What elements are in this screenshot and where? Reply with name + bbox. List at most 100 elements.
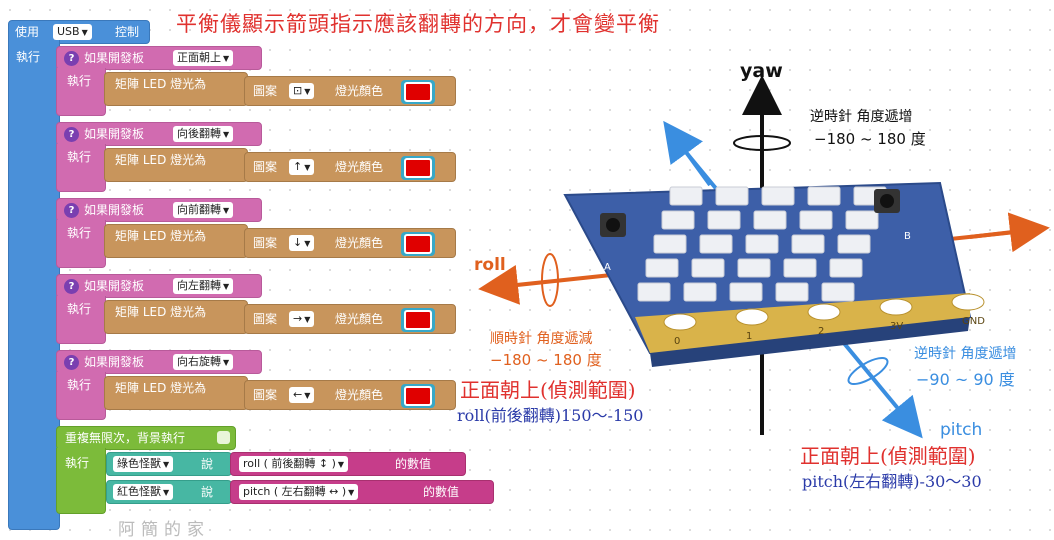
loop-checkbox[interactable]: [217, 431, 230, 444]
color-picker[interactable]: [401, 80, 435, 104]
matrix-led-params[interactable]: 圖案 ⊡▼ 燈光顏色: [244, 76, 456, 106]
roll-rotation-arrow: [541, 253, 559, 307]
pattern-dropdown[interactable]: ↑▼: [289, 159, 315, 175]
pin-label: GND: [962, 316, 985, 327]
help-icon[interactable]: ?: [64, 51, 79, 66]
watermark: 阿簡的家: [118, 520, 210, 540]
say-label: 說: [201, 485, 214, 499]
condition-dropdown[interactable]: 正面朝上▼: [173, 50, 234, 66]
led-3-4: [829, 258, 863, 278]
value-block[interactable]: roll ( 前後翻轉 ↕ )▼ 的數值: [230, 452, 466, 476]
pattern-dropdown[interactable]: →▼: [289, 311, 315, 327]
loop-block-header[interactable]: 重複無限次，背景執行: [56, 426, 236, 450]
matrix-led-params[interactable]: 圖案 ↓▼ 燈光顏色: [244, 228, 456, 258]
led-0-2: [761, 186, 795, 206]
condition-dropdown[interactable]: 向左翻轉▼: [173, 278, 234, 294]
roll-label: roll: [474, 255, 506, 275]
pattern-label: 圖案: [253, 236, 278, 250]
matrix-led-params[interactable]: 圖案 →▼ 燈光顏色: [244, 304, 456, 334]
if-exec-label: 執行: [67, 150, 92, 164]
pattern-dropdown[interactable]: ←▼: [289, 387, 315, 403]
led-3-0: [645, 258, 679, 278]
monster-say-block[interactable]: 紅色怪獸▼ 說: [106, 480, 232, 504]
pitch-label: pitch: [940, 420, 982, 440]
use-usb-body: 執行: [8, 40, 60, 530]
if-block[interactable]: ?如果開發板 正面朝上▼: [56, 46, 262, 70]
led-4-0: [637, 282, 671, 302]
color-label: 燈光顏色: [335, 160, 384, 174]
if-block-body: 執行: [56, 68, 106, 116]
note-roll-title: 正面朝上(偵測範圍): [460, 378, 636, 402]
color-picker[interactable]: [401, 232, 435, 256]
board-edge: [650, 317, 970, 367]
yaw-rotation-arrow: [733, 135, 791, 151]
color-label: 燈光顏色: [335, 388, 384, 402]
pattern-label: 圖案: [253, 84, 278, 98]
if-label: ?如果開發板: [64, 353, 144, 371]
value-dropdown[interactable]: roll ( 前後翻轉 ↕ )▼: [239, 456, 349, 472]
matrix-label: 矩陣 LED 燈光為: [115, 229, 207, 243]
pattern-label: 圖案: [253, 388, 278, 402]
matrix-led-block[interactable]: 矩陣 LED 燈光為: [104, 300, 248, 334]
led-1-1: [707, 210, 741, 230]
matrix-led-block[interactable]: 矩陣 LED 燈光為: [104, 72, 248, 106]
matrix-led-block[interactable]: 矩陣 LED 燈光為: [104, 376, 248, 410]
device-dropdown[interactable]: USB▼: [53, 24, 92, 40]
note-pitch-title: 正面朝上(偵測範圍): [800, 444, 976, 468]
color-picker[interactable]: [401, 384, 435, 408]
value-dropdown[interactable]: pitch ( 左右翻轉 ↔ )▼: [239, 484, 359, 500]
if-exec-label: 執行: [67, 378, 92, 392]
help-icon[interactable]: ?: [64, 127, 79, 142]
pin-hole: [807, 303, 841, 321]
color-picker[interactable]: [401, 308, 435, 332]
if-block[interactable]: ?如果開發板 向後翻轉▼: [56, 122, 262, 146]
if-block[interactable]: ?如果開發板 向左翻轉▼: [56, 274, 262, 298]
help-icon[interactable]: ?: [64, 279, 79, 294]
led-4-4: [821, 282, 855, 302]
led-2-0: [653, 234, 687, 254]
monster-say-block[interactable]: 綠色怪獸▼ 說: [106, 452, 232, 476]
loop-exec-label: 執行: [65, 456, 90, 470]
monster-dropdown[interactable]: 紅色怪獸▼: [113, 484, 174, 500]
loop-block-body: 執行: [56, 448, 106, 514]
help-icon[interactable]: ?: [64, 203, 79, 218]
led-3-1: [691, 258, 725, 278]
pin-label: 1: [746, 331, 752, 342]
if-label: ?如果開發板: [64, 125, 144, 143]
condition-dropdown[interactable]: 向後翻轉▼: [173, 126, 234, 142]
pin-hole: [879, 298, 913, 316]
value-block[interactable]: pitch ( 左右翻轉 ↔ )▼ 的數值: [230, 480, 494, 504]
if-block[interactable]: ?如果開發板 向前翻轉▼: [56, 198, 262, 222]
pitch-rotation-arrow: [847, 357, 889, 385]
help-icon[interactable]: ?: [64, 355, 79, 370]
if-block-body: 執行: [56, 296, 106, 344]
matrix-led-block[interactable]: 矩陣 LED 燈光為: [104, 224, 248, 258]
led-2-3: [791, 234, 825, 254]
if-label: ?如果開發板: [64, 49, 144, 67]
roll-desc2: −180 ~ 180 度: [490, 351, 602, 369]
matrix-led-params[interactable]: 圖案 ↑▼ 燈光顏色: [244, 152, 456, 182]
if-block[interactable]: ?如果開發板 向右旋轉▼: [56, 350, 262, 374]
matrix-led-params[interactable]: 圖案 ←▼ 燈光顏色: [244, 380, 456, 410]
yaw-label: yaw: [740, 60, 783, 82]
pattern-dropdown[interactable]: ↓▼: [289, 235, 315, 251]
pattern-dropdown[interactable]: ⊡▼: [289, 83, 315, 99]
yaw-desc1: 逆時針 角度遞增: [810, 109, 912, 125]
matrix-led-block[interactable]: 矩陣 LED 燈光為: [104, 148, 248, 182]
if-label: ?如果開發板: [64, 201, 144, 219]
pin-label: 2: [818, 326, 824, 337]
condition-dropdown[interactable]: 向右旋轉▼: [173, 354, 234, 370]
led-1-4: [845, 210, 879, 230]
condition-dropdown[interactable]: 向前翻轉▼: [173, 202, 234, 218]
monster-dropdown[interactable]: 綠色怪獸▼: [113, 456, 174, 472]
pitch-desc2: −90 ~ 90 度: [916, 370, 1015, 389]
led-2-2: [745, 234, 779, 254]
color-label: 燈光顏色: [335, 312, 384, 326]
pattern-label: 圖案: [253, 312, 278, 326]
color-label: 燈光顏色: [335, 84, 384, 98]
pin-hole: [663, 313, 697, 331]
led-1-2: [753, 210, 787, 230]
color-picker[interactable]: [401, 156, 435, 180]
